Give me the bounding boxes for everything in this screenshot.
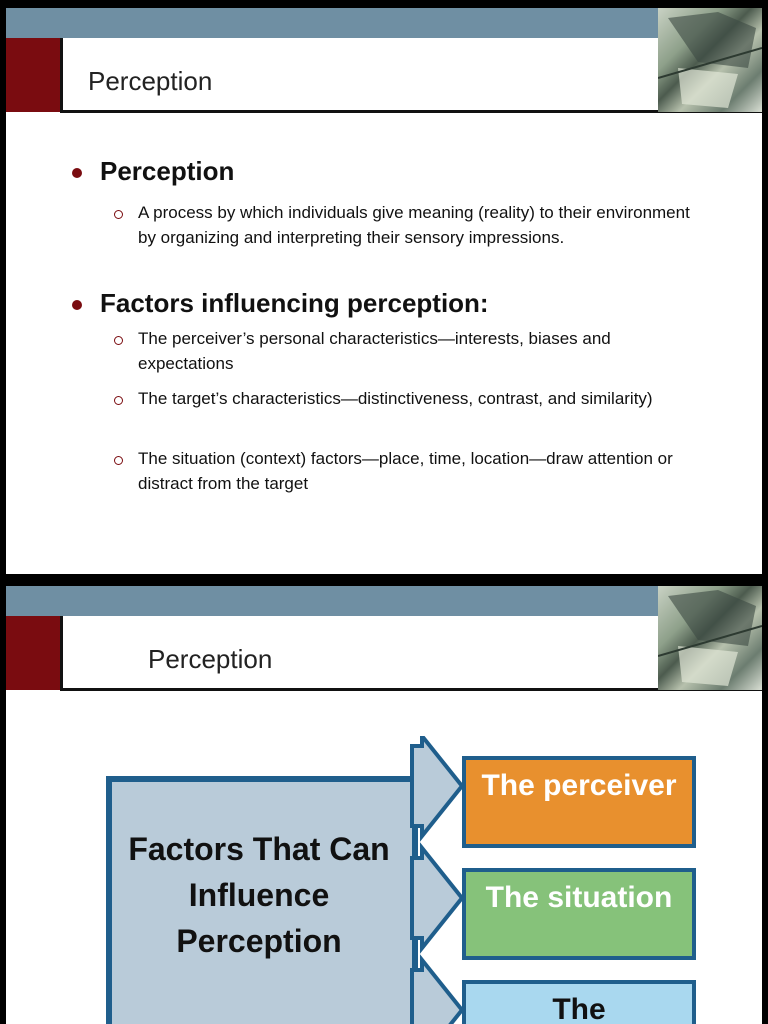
decorative-image <box>658 8 762 112</box>
slide-2: Perception Factors That Can Influence Pe… <box>6 586 762 1024</box>
accent-block <box>6 38 63 112</box>
sub-bullet-marker <box>114 396 123 405</box>
slide-1: Perception Perception A process by which… <box>6 8 762 574</box>
factor-perceiver-box: The perceiver <box>462 756 696 848</box>
bullet-heading: Factors influencing perception: <box>100 288 489 318</box>
factors-label: Factors That Can Influence Perception <box>128 831 390 959</box>
slide-title: Perception <box>88 66 213 96</box>
bullet-dot <box>72 168 82 178</box>
title-bar <box>6 8 762 38</box>
title-bar <box>6 586 762 616</box>
bullet-text: A process by which individuals give mean… <box>138 203 690 247</box>
bullet-text: The perceiver’s personal characteristics… <box>138 329 611 373</box>
factor-target-box: The <box>462 980 696 1024</box>
sub-bullet-marker <box>114 336 123 345</box>
bullet-text: The target’s characteristics—distinctive… <box>138 389 653 408</box>
title-divider <box>60 110 762 113</box>
factor-situation-box: The situation <box>462 868 696 960</box>
accent-block <box>6 616 63 690</box>
decorative-image <box>658 586 762 690</box>
sub-bullet-marker <box>114 456 123 465</box>
connector-arrows <box>410 736 465 1024</box>
sub-bullet-marker <box>114 210 123 219</box>
slide-title: Perception <box>148 644 273 674</box>
bullet-heading: Perception <box>100 156 235 186</box>
bullet-text: The situation (context) factors—place, t… <box>138 449 673 493</box>
bullet-dot <box>72 300 82 310</box>
title-divider <box>60 688 762 691</box>
